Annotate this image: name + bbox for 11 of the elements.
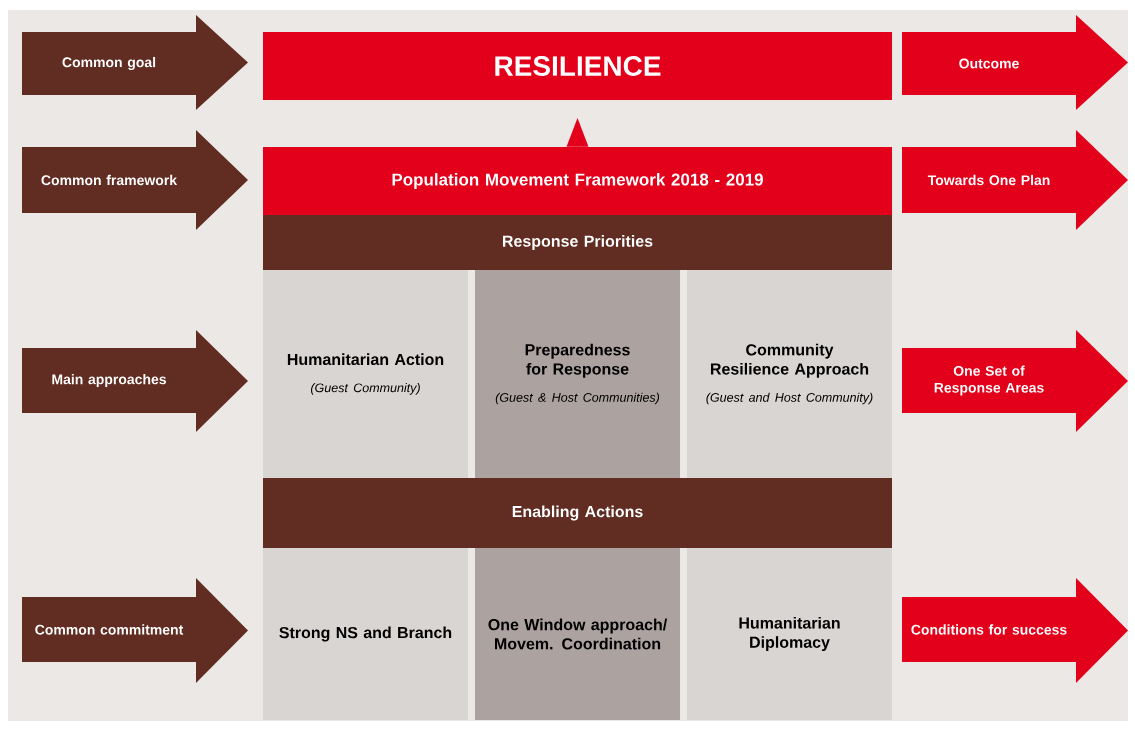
- cell: Strong NS and Branch: [263, 548, 468, 720]
- header-bar: Population Movement Framework 2018 - 2019: [263, 147, 892, 215]
- header-bar: RESILIENCE: [263, 32, 892, 100]
- cell: Humanitarian Diplomacy: [687, 548, 892, 720]
- arrowhead: [566, 117, 589, 147]
- header-bar: Enabling Actions: [263, 478, 892, 548]
- cell: Community Resilience Approach (Guest and Host Community): [687, 270, 892, 478]
- cell: Humanitarian Action (Guest Community): [263, 270, 468, 478]
- cell: One Window approach/ Movem. Coordination: [475, 548, 680, 720]
- header-bar: Response Priorities: [263, 215, 892, 270]
- cell: Preparedness for Response (Guest & Host Communities): [475, 270, 680, 478]
